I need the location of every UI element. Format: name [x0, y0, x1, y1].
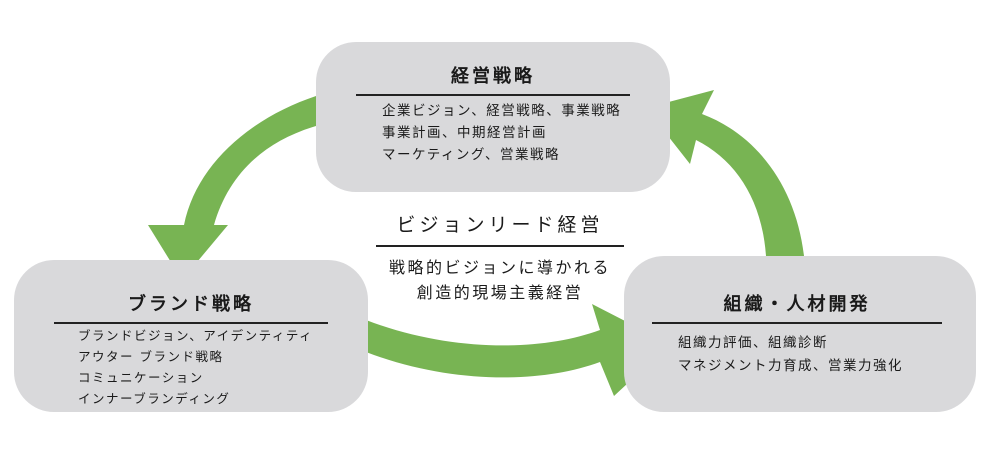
arrow-brand-to-soshiki — [366, 304, 670, 396]
center-title: ビジョンリード経営 — [376, 210, 624, 247]
center-line: 戦略的ビジョンに導かれる — [388, 258, 611, 277]
list-item: マネジメント力育成、営業力強化 — [678, 358, 903, 374]
list-item: 企業ビジョン、経営戦略、事業戦略 — [382, 103, 622, 119]
list-item: マーケティング、営業戦略 — [382, 147, 560, 163]
list-item: インナーブランディング — [78, 391, 231, 406]
box-title: 経営戦略 — [356, 62, 630, 96]
center-subtitle: 戦略的ビジョンに導かれる 創造的現場主義経営 — [360, 255, 640, 305]
box-title: 組織・人材開発 — [652, 290, 942, 324]
arrow-soshiki-to-keiei — [646, 90, 804, 256]
item-list: ブランドビジョン、アイデンティティ アウター ブランド戦略 コミュニケーション … — [78, 325, 313, 409]
item-list: 企業ビジョン、経営戦略、事業戦略 事業計画、中期経営計画 マーケティング、営業戦… — [382, 100, 621, 166]
box-management-strategy: 経営戦略 企業ビジョン、経営戦略、事業戦略 事業計画、中期経営計画 マーケティン… — [316, 42, 670, 192]
arrow-keiei-to-brand — [148, 96, 316, 280]
center-line: 創造的現場主義経営 — [416, 283, 584, 302]
list-item: ブランドビジョン、アイデンティティ — [78, 328, 314, 343]
list-item: コミュニケーション — [78, 370, 204, 385]
list-item: 事業計画、中期経営計画 — [382, 125, 547, 141]
list-item: 組織力評価、組織診断 — [678, 335, 828, 351]
item-list: 組織力評価、組織診断 マネジメント力育成、営業力強化 — [678, 332, 903, 378]
box-title: ブランド戦略 — [54, 290, 328, 324]
box-organization-development: 組織・人材開発 組織力評価、組織診断 マネジメント力育成、営業力強化 — [624, 256, 976, 412]
list-item: アウター ブランド戦略 — [78, 349, 224, 364]
center-concept: ビジョンリード経営 戦略的ビジョンに導かれる 創造的現場主義経営 — [360, 210, 640, 305]
box-brand-strategy: ブランド戦略 ブランドビジョン、アイデンティティ アウター ブランド戦略 コミュ… — [14, 260, 368, 412]
